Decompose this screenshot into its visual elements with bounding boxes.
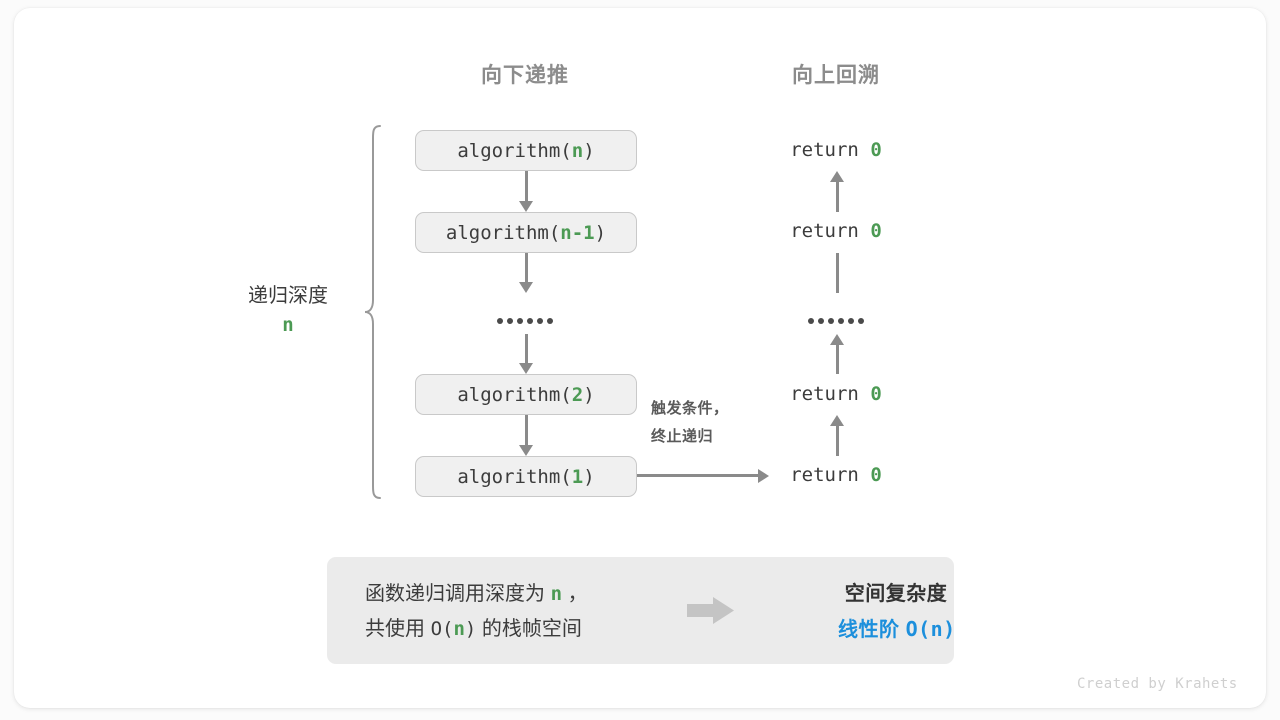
call-box-arg: n-1 — [560, 221, 595, 244]
call-box-arg: 1 — [571, 465, 584, 488]
summary-line-2-text-a: 共使用 — [365, 618, 425, 640]
column-header-recurse-down: 向下递推 — [481, 64, 569, 87]
up-line-segment-2 — [835, 253, 839, 293]
down-arrow-2 — [519, 253, 533, 293]
call-box-prefix: algorithm( — [445, 221, 561, 244]
summary-line-1-highlight: n — [550, 583, 563, 605]
ellipsis-down — [497, 318, 553, 324]
call-box-n-minus-1[interactable]: algorithm(n-1) — [415, 212, 637, 253]
return-statement-second: return 0 — [790, 220, 882, 242]
recursion-depth-value: n — [282, 314, 294, 336]
summary-line-1-comma: ， — [567, 583, 588, 605]
summary-line-2: 共使用 O(n) 的栈帧空间 — [365, 612, 588, 647]
return-value: 0 — [870, 139, 882, 161]
return-value: 0 — [870, 220, 882, 242]
summary-line-2-mono-a: O( — [430, 618, 454, 640]
summary-line-2-highlight: n — [453, 618, 465, 640]
call-box-prefix: algorithm( — [457, 139, 572, 162]
recursion-depth-brace — [364, 125, 381, 499]
call-box-prefix: algorithm( — [457, 465, 572, 488]
up-arrow-2 — [830, 334, 844, 374]
call-box-suffix: ) — [583, 383, 595, 406]
summary-line-1-text: 函数递归调用深度为 — [365, 583, 545, 605]
terminate-arrow-head — [758, 468, 769, 483]
complexity-notation: O(n) — [905, 617, 956, 641]
call-box-prefix: algorithm( — [457, 383, 572, 406]
call-box-arg: 2 — [571, 383, 584, 406]
call-box-n[interactable]: algorithm(n) — [415, 130, 637, 171]
down-arrow-1 — [519, 171, 533, 212]
call-box-suffix: ) — [594, 221, 607, 244]
space-complexity-title: 空间复杂度 — [844, 583, 948, 605]
column-header-backtrack-up: 向上回溯 — [792, 64, 880, 87]
summary-right-text: 空间复杂度 线性阶 O(n) — [838, 577, 956, 648]
terminate-condition-note: 触发条件， 终止递归 — [651, 395, 729, 451]
up-arrow-1 — [830, 171, 844, 212]
return-keyword: return — [790, 220, 859, 242]
summary-panel: 函数递归调用深度为 n ， 共使用 O(n) 的栈帧空间 空间复杂度 线性阶 O… — [327, 557, 956, 664]
recursion-depth-label: 递归深度 n — [248, 281, 328, 339]
down-arrow-4 — [519, 415, 533, 456]
return-value: 0 — [870, 464, 882, 486]
terminate-note-line-1: 触发条件， — [651, 400, 729, 417]
return-statement-top: return 0 — [790, 139, 882, 161]
watermark-credit: Created by Krahets — [1077, 676, 1238, 692]
return-statement-third: return 0 — [790, 383, 882, 405]
terminate-arrow-shaft — [637, 474, 762, 477]
summary-left-text: 函数递归调用深度为 n ， 共使用 O(n) 的栈帧空间 — [365, 577, 588, 647]
right-arrow-icon — [687, 597, 734, 624]
summary-line-2-mono-b: ) — [464, 618, 477, 640]
summary-line-1: 函数递归调用深度为 n ， — [365, 577, 588, 612]
terminate-note-line-2: 终止递归 — [651, 428, 714, 445]
return-value: 0 — [870, 383, 882, 405]
summary-line-2-text-b: 的栈帧空间 — [481, 618, 582, 640]
complexity-order-name: 线性阶 — [838, 619, 900, 641]
recursion-depth-text: 递归深度 — [248, 285, 328, 307]
call-box-1[interactable]: algorithm(1) — [415, 456, 637, 497]
space-complexity-value: 线性阶 O(n) — [838, 612, 956, 648]
up-arrow-3 — [830, 415, 844, 456]
return-keyword: return — [790, 464, 859, 486]
call-box-2[interactable]: algorithm(2) — [415, 374, 637, 415]
down-arrow-3 — [519, 334, 533, 374]
return-keyword: return — [790, 139, 859, 161]
return-statement-bottom: return 0 — [790, 464, 882, 486]
call-box-suffix: ) — [583, 465, 595, 488]
return-keyword: return — [790, 383, 859, 405]
call-box-arg: n — [571, 139, 584, 162]
call-box-suffix: ) — [583, 139, 595, 162]
ellipsis-up — [808, 318, 864, 324]
